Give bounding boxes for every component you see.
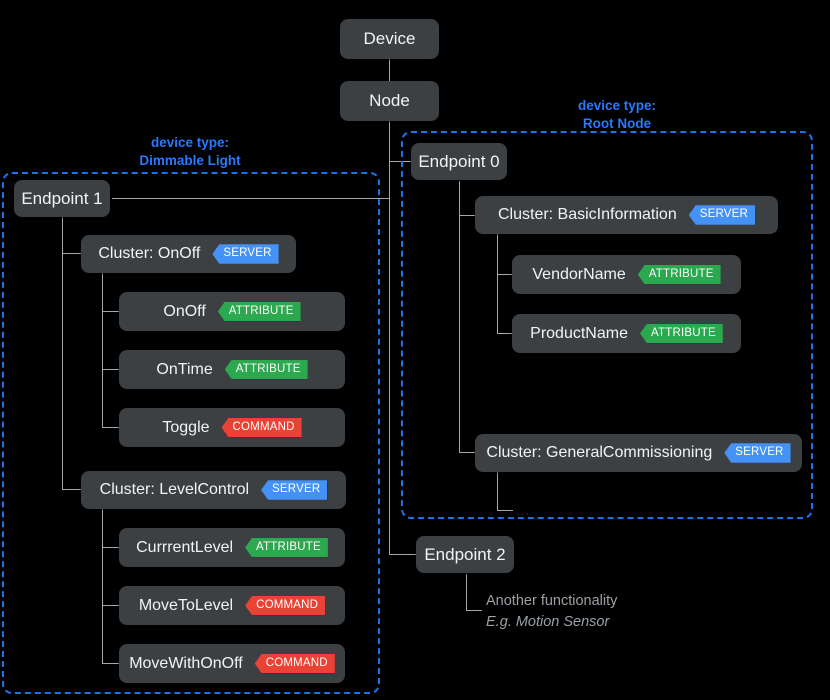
node-endpoint-1[interactable]: Endpoint 1	[14, 180, 110, 217]
node-endpoint-2[interactable]: Endpoint 2	[416, 536, 514, 573]
connector-onoff-child-1	[102, 311, 119, 312]
connector-basicinfo-child-2	[497, 333, 513, 334]
node-command-movewithonoff[interactable]: MoveWithOnOff COMMAND	[119, 644, 345, 683]
node-endpoint-0[interactable]: Endpoint 0	[411, 143, 507, 180]
badge-command: COMMAND	[221, 417, 302, 438]
connector-generalcomm-stem	[497, 471, 498, 511]
connector-trunk-endpoint0	[389, 161, 412, 162]
node-cluster-levelcontrol[interactable]: Cluster: LevelControl SERVER	[81, 471, 346, 509]
badge-command: COMMAND	[245, 595, 326, 616]
connector-endpoint0-basicinfo	[459, 215, 476, 216]
device-type-value-root-node: Root Node	[582, 116, 652, 131]
connector-endpoint1-levelcontrol	[62, 489, 81, 490]
connector-onoff-child-3	[102, 427, 119, 428]
badge-attribute: ATTRIBUTE	[639, 323, 723, 344]
node-device-label: Device	[363, 29, 416, 48]
node-attribute-productname-label: ProductName	[530, 324, 628, 342]
badge-command: COMMAND	[254, 653, 335, 674]
node-attribute-vendorname-label: VendorName	[532, 265, 626, 283]
connector-endpoint2-stem	[466, 574, 467, 611]
node-attribute-ontime-label: OnTime	[156, 360, 213, 378]
connector-endpoint1-onoff	[62, 253, 81, 254]
connector-node-trunk	[389, 121, 390, 555]
annotation-endpoint-2-line2: E.g. Motion Sensor	[486, 614, 610, 630]
node-command-toggle-label: Toggle	[162, 418, 210, 436]
node-command-toggle[interactable]: Toggle COMMAND	[119, 408, 345, 447]
connector-trunk-endpoint1	[112, 198, 390, 199]
node-attribute-currentlevel-label: CurrrentLevel	[136, 538, 234, 556]
node-attribute-onoff-label: OnOff	[163, 302, 206, 320]
connector-endpoint2-child-1	[466, 610, 482, 611]
badge-attribute: ATTRIBUTE	[224, 359, 308, 380]
node-node-label: Node	[369, 91, 410, 110]
connector-basicinfo-stem	[497, 234, 498, 334]
device-type-label-line1-root: device type:	[577, 98, 657, 113]
node-endpoint-0-label: Endpoint 0	[418, 151, 500, 171]
node-cluster-onoff[interactable]: Cluster: OnOff SERVER	[81, 235, 296, 273]
node-command-movetolevel[interactable]: MoveToLevel COMMAND	[119, 586, 345, 625]
device-type-label-line1: device type:	[150, 135, 230, 150]
node-attribute-ontime[interactable]: OnTime ATTRIBUTE	[119, 350, 345, 389]
connector-endpoint0-generalcomm	[459, 452, 476, 453]
badge-attribute: ATTRIBUTE	[245, 537, 328, 558]
node-endpoint-2-label: Endpoint 2	[424, 544, 506, 564]
badge-server: SERVER	[261, 480, 328, 500]
node-endpoint-1-label: Endpoint 1	[21, 188, 103, 208]
device-type-caption-dimmable-light: device type: Dimmable Light	[100, 134, 280, 170]
node-attribute-productname[interactable]: ProductName ATTRIBUTE	[512, 314, 741, 353]
node-attribute-vendorname[interactable]: VendorName ATTRIBUTE	[512, 255, 741, 294]
connector-levelcontrol-child-3	[102, 663, 119, 664]
node-node[interactable]: Node	[340, 81, 439, 121]
device-type-value-dimmable-light: Dimmable Light	[139, 153, 241, 168]
node-cluster-onoff-label: Cluster: OnOff	[98, 245, 201, 262]
node-cluster-basicinformation-label: Cluster: BasicInformation	[497, 206, 677, 223]
node-attribute-onoff[interactable]: OnOff ATTRIBUTE	[119, 292, 345, 331]
node-generalcommissioning-more: ...	[516, 503, 530, 518]
connector-basicinfo-child-1	[497, 274, 513, 275]
connector-trunk-endpoint2	[389, 554, 416, 555]
connector-generalcomm-child-1	[497, 510, 513, 511]
device-type-caption-root-node: device type: Root Node	[527, 97, 707, 133]
node-device[interactable]: Device	[340, 19, 439, 59]
badge-server: SERVER	[688, 205, 756, 225]
node-cluster-levelcontrol-label: Cluster: LevelControl	[99, 481, 250, 498]
badge-attribute: ATTRIBUTE	[637, 264, 721, 285]
node-command-movetolevel-label: MoveToLevel	[138, 596, 234, 614]
connector-endpoint0-stem	[459, 181, 460, 453]
connector-levelcontrol-child-1	[102, 547, 119, 548]
badge-attribute: ATTRIBUTE	[217, 301, 301, 322]
annotation-endpoint-2-line1: Another functionality	[486, 593, 618, 609]
annotation-endpoint-2: Another functionality E.g. Motion Sensor	[486, 591, 617, 633]
node-command-movewithonoff-label: MoveWithOnOff	[129, 654, 243, 672]
connector-levelcontrol-stem	[102, 508, 103, 664]
connector-levelcontrol-child-2	[102, 605, 119, 606]
node-attribute-currentlevel[interactable]: CurrrentLevel ATTRIBUTE	[119, 528, 345, 567]
connector-onoff-child-2	[102, 369, 119, 370]
connector-endpoint1-stem	[62, 217, 63, 490]
connector-device-node	[389, 59, 390, 81]
badge-server: SERVER	[212, 244, 279, 264]
node-cluster-generalcommissioning-label: Cluster: GeneralCommissioning	[486, 444, 713, 461]
node-cluster-generalcommissioning[interactable]: Cluster: GeneralCommissioning SERVER	[475, 434, 802, 472]
node-cluster-basicinformation[interactable]: Cluster: BasicInformation SERVER	[475, 196, 778, 234]
badge-server: SERVER	[724, 443, 791, 463]
connector-onoff-stem	[102, 272, 103, 428]
